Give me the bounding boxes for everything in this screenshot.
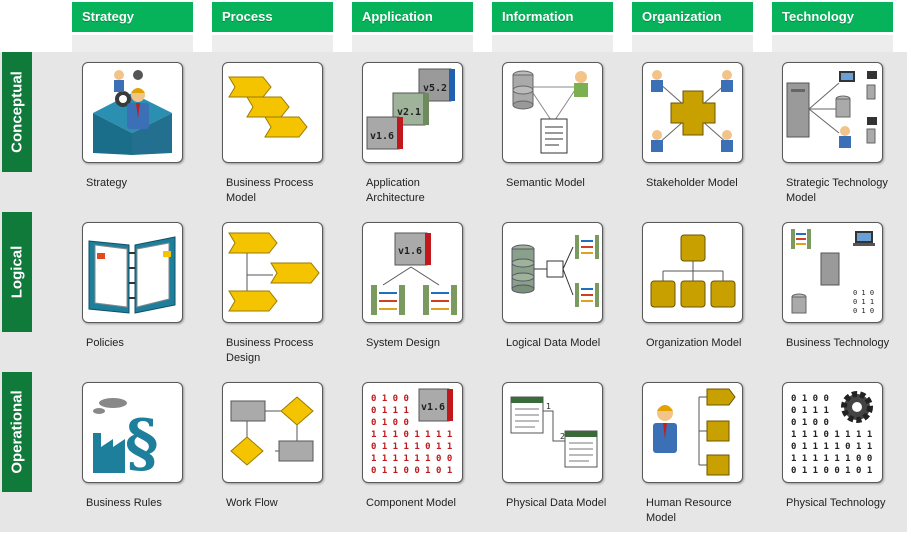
version-label: v2.1 bbox=[397, 107, 421, 118]
caption-business-process-model: Business Process Model bbox=[226, 177, 314, 204]
binary-line: 0 1 0 0 bbox=[371, 394, 409, 404]
caption-application-architecture: Application Architecture bbox=[366, 177, 425, 204]
org-chart-icon bbox=[650, 234, 736, 308]
tile-component-model[interactable]: 0 1 0 0 0 1 1 1 0 1 0 0 1 1 1 0 1 1 1 1 … bbox=[362, 382, 463, 483]
tile-strategy[interactable] bbox=[82, 62, 183, 163]
column-header-process: Process bbox=[212, 2, 333, 32]
tile-work-flow[interactable] bbox=[222, 382, 323, 483]
link-number: 2 bbox=[560, 432, 565, 441]
binary-line: 0 1 1 1 1 0 1 1 bbox=[371, 442, 452, 452]
binary-line: 1 1 1 0 1 1 1 1 bbox=[371, 430, 452, 440]
column-header-organization: Organization bbox=[632, 2, 753, 32]
tile-strategic-technology-model[interactable] bbox=[782, 62, 883, 163]
caption-strategy: Strategy bbox=[86, 177, 127, 189]
tile-human-resource-model[interactable] bbox=[642, 382, 743, 483]
caption-work-flow: Work Flow bbox=[226, 497, 278, 509]
workflow-icon bbox=[230, 396, 314, 466]
binary-component-icon: 0 1 0 0 0 1 1 1 0 1 0 0 1 1 1 0 1 1 1 1 … bbox=[371, 388, 453, 476]
linked-documents-icon: 1 2 bbox=[510, 396, 598, 468]
stakeholder-cross-icon bbox=[651, 70, 733, 152]
binary-line: 0 1 0 0 bbox=[791, 394, 829, 404]
binary-line: 0 1 0 0 bbox=[791, 418, 829, 428]
row-header-label: Conceptual bbox=[8, 71, 26, 153]
binary-line: 0 1 0 bbox=[853, 307, 874, 315]
row-header-conceptual: Conceptual bbox=[2, 52, 32, 172]
tile-logical-data-model[interactable] bbox=[502, 222, 603, 323]
caption-stakeholder-model: Stakeholder Model bbox=[646, 177, 738, 189]
binary-line: 1 1 1 1 1 1 0 0 bbox=[371, 454, 452, 464]
binary-line: 0 1 1 1 1 0 1 1 bbox=[791, 442, 872, 452]
svg-text:§: § bbox=[125, 406, 158, 481]
tile-semantic-model[interactable] bbox=[502, 62, 603, 163]
binary-line: 0 1 0 bbox=[853, 289, 874, 297]
binary-line: 0 1 1 0 0 1 0 1 bbox=[791, 466, 872, 476]
data-flow-icon bbox=[511, 235, 599, 307]
column-header-application: Application bbox=[352, 2, 473, 32]
row-header-label: Logical bbox=[8, 245, 26, 299]
tile-physical-data-model[interactable]: 1 2 bbox=[502, 382, 603, 483]
caption-physical-data-model: Physical Data Model bbox=[506, 497, 607, 509]
version-label: v1.6 bbox=[398, 246, 422, 257]
server-network-icon bbox=[786, 71, 877, 148]
binary-line: 0 1 0 0 bbox=[371, 418, 409, 428]
caption-strategic-technology-model: Strategic Technology Model bbox=[786, 177, 888, 204]
tile-system-design[interactable]: v1.6 bbox=[362, 222, 463, 323]
tile-organization-model[interactable] bbox=[642, 222, 743, 323]
binary-line: 1 1 1 0 1 1 1 1 bbox=[791, 430, 872, 440]
version-label: v5.2 bbox=[423, 83, 447, 94]
version-label: v1.6 bbox=[370, 131, 394, 142]
system-interfaces-icon: v1.6 bbox=[371, 232, 457, 315]
tile-stakeholder-model[interactable] bbox=[642, 62, 743, 163]
caption-policies: Policies bbox=[86, 337, 124, 349]
caption-business-rules: Business Rules bbox=[86, 497, 162, 509]
binary-line: 0 1 1 0 0 1 0 1 bbox=[371, 466, 452, 476]
binder-icon bbox=[88, 236, 176, 314]
caption-component-model: Component Model bbox=[366, 497, 456, 509]
tile-business-process-design[interactable] bbox=[222, 222, 323, 323]
caption-semantic-model: Semantic Model bbox=[506, 177, 585, 189]
strategy-icon bbox=[93, 70, 172, 155]
version-label: v1.6 bbox=[421, 402, 445, 413]
caption-system-design: System Design bbox=[366, 337, 440, 349]
tile-policies[interactable] bbox=[82, 222, 183, 323]
binary-line: 1 1 1 1 1 1 0 0 bbox=[791, 454, 872, 464]
database-person-document-icon bbox=[512, 70, 588, 154]
link-number: 1 bbox=[546, 402, 551, 411]
binary-line: 0 1 1 1 bbox=[371, 406, 409, 416]
binary-line: 0 1 1 bbox=[853, 298, 874, 306]
binary-line: 0 1 1 1 bbox=[791, 406, 829, 416]
tech-components-icon: 0 1 0 0 1 1 0 1 0 bbox=[791, 229, 875, 315]
caption-human-resource-model: Human Resource Model bbox=[646, 497, 732, 524]
caption-business-technology: Business Technology bbox=[786, 337, 890, 349]
tile-business-technology[interactable]: 0 1 0 0 1 1 0 1 0 bbox=[782, 222, 883, 323]
process-flow-icon bbox=[228, 232, 320, 312]
row-header-logical: Logical bbox=[2, 212, 32, 332]
tile-application-architecture[interactable]: v5.2 v2.1 v1.6 bbox=[362, 62, 463, 163]
caption-physical-technology: Physical Technology bbox=[786, 497, 886, 509]
binary-gear-icon: 0 1 0 0 0 1 1 1 0 1 0 0 1 1 1 0 1 1 1 1 … bbox=[791, 391, 873, 476]
tile-physical-technology[interactable]: 0 1 0 0 0 1 1 1 0 1 0 0 1 1 1 0 1 1 1 1 … bbox=[782, 382, 883, 483]
column-header-technology: Technology bbox=[772, 2, 893, 32]
section-factory-icon: § bbox=[93, 398, 158, 481]
row-header-label: Operational bbox=[8, 390, 26, 474]
caption-organization-model: Organization Model bbox=[646, 337, 742, 349]
column-header-strategy: Strategy bbox=[72, 2, 193, 32]
version-boxes-icon: v5.2 v2.1 v1.6 bbox=[366, 68, 455, 150]
tile-business-rules[interactable]: § bbox=[82, 382, 183, 483]
process-chevrons-icon bbox=[228, 76, 308, 138]
person-hierarchy-icon bbox=[653, 388, 736, 476]
caption-business-process-design: Business Process Design bbox=[226, 337, 314, 364]
tile-business-process-model[interactable] bbox=[222, 62, 323, 163]
column-header-information: Information bbox=[492, 2, 613, 32]
caption-logical-data-model: Logical Data Model bbox=[506, 337, 601, 349]
row-header-operational: Operational bbox=[2, 372, 32, 492]
